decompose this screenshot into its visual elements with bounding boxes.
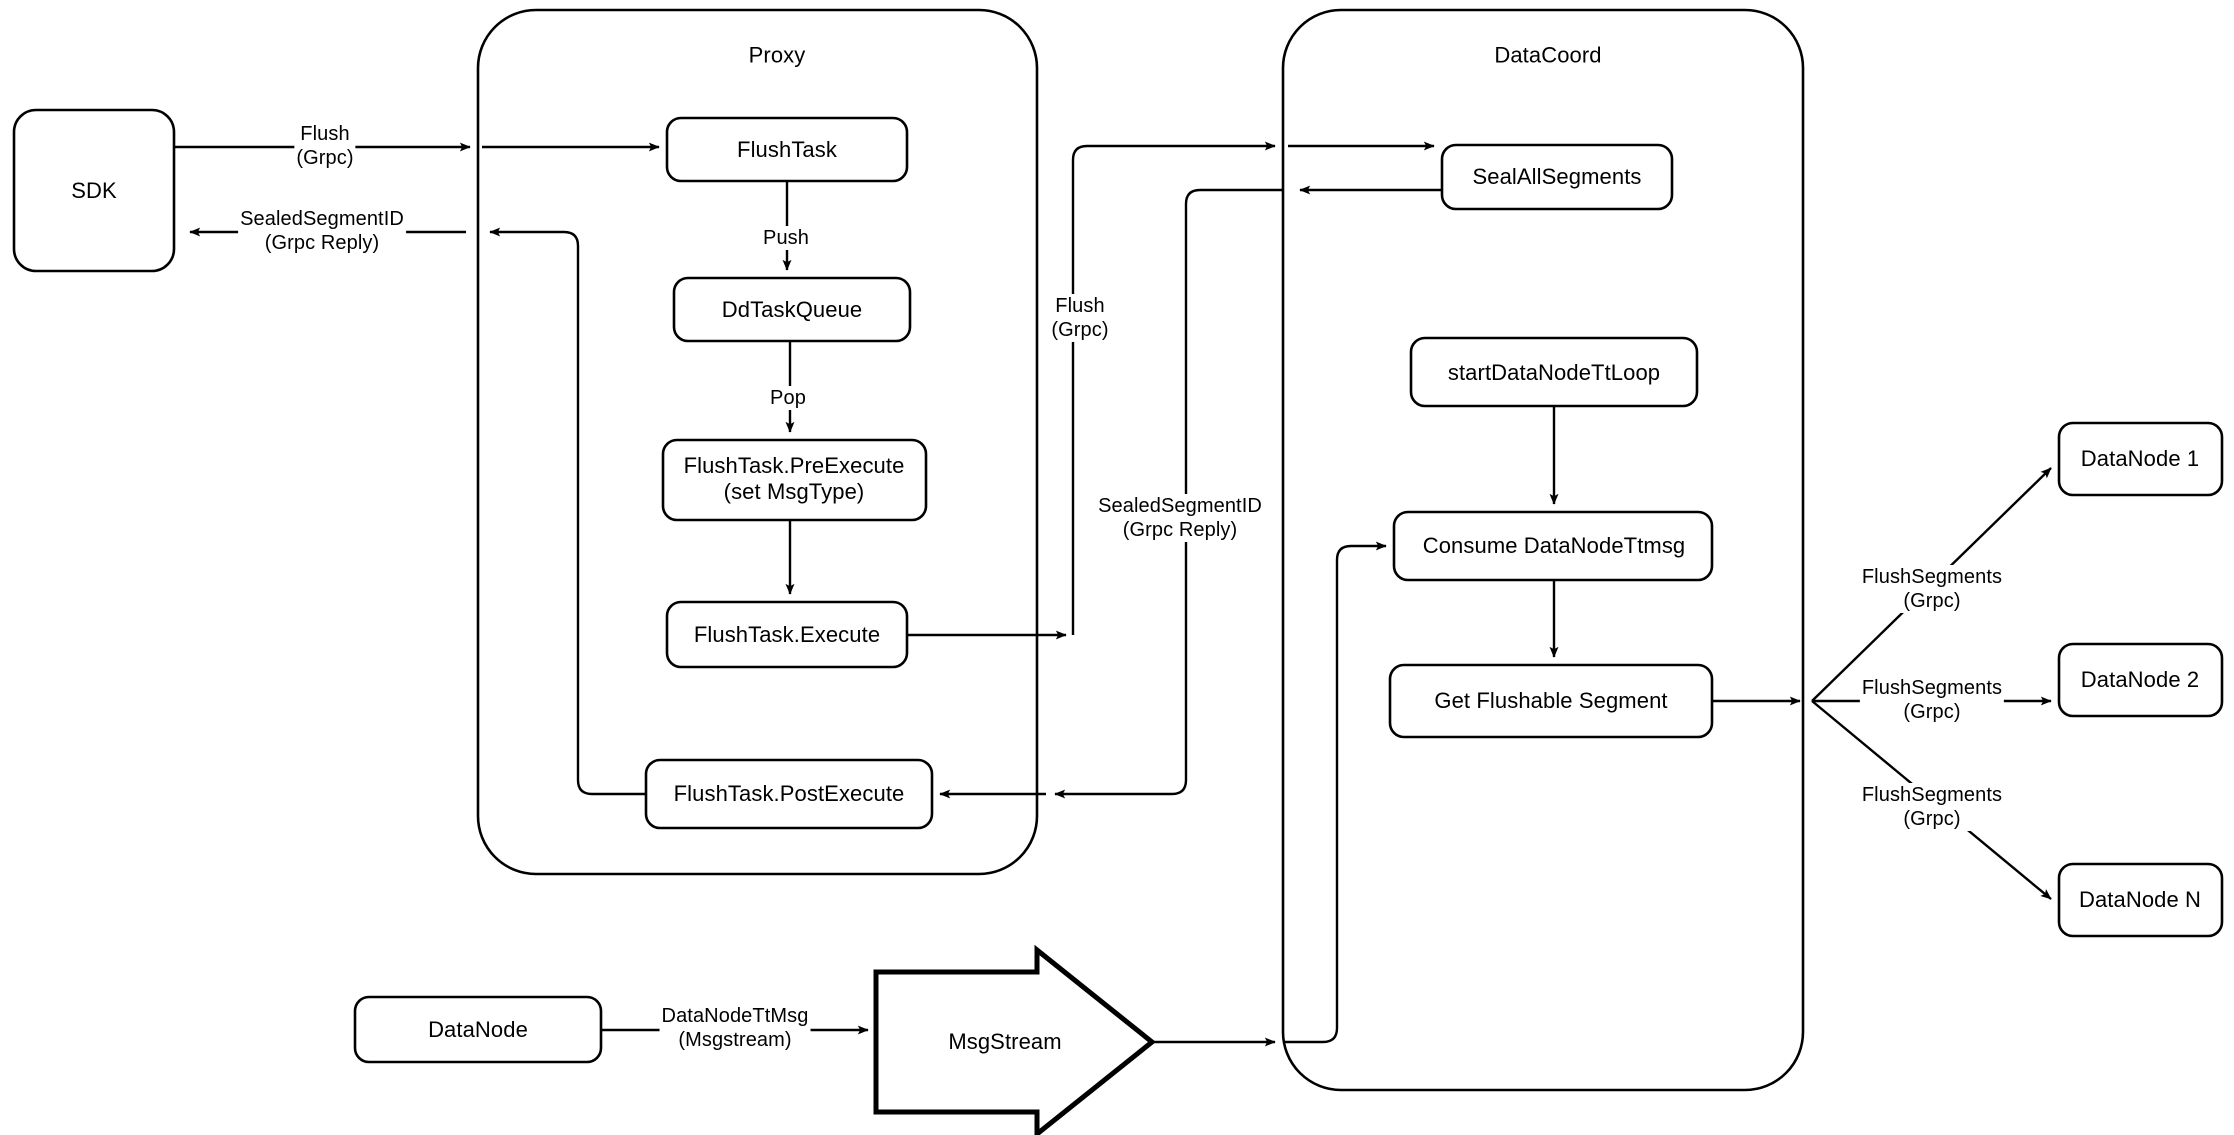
- edge-hub-to-datanode-1: [1811, 467, 2052, 702]
- node-datanode-2[interactable]: [2057, 642, 2224, 718]
- node-consumedatanodettmsg[interactable]: [1392, 510, 1714, 582]
- node-postexecute[interactable]: [644, 758, 934, 830]
- edge-postexecute-to-proxy-boundary: [489, 227, 646, 796]
- edge-proxy-exit-to-datacoord-boundary: [1071, 141, 1276, 635]
- edge-datacoord-boundary-to-consume: [1283, 541, 1387, 1044]
- node-sdk[interactable]: [12, 108, 176, 273]
- node-datanode-1[interactable]: [2057, 421, 2224, 497]
- node-datanode-n[interactable]: [2057, 862, 2224, 938]
- node-preexecute[interactable]: [661, 438, 928, 522]
- edge-datacoord-to-postexecute-rail: [1054, 188, 1283, 799]
- node-sealallsegments[interactable]: [1440, 143, 1674, 211]
- node-datanode[interactable]: [353, 995, 603, 1064]
- node-execute[interactable]: [665, 600, 909, 669]
- container-proxy: [476, 8, 1039, 876]
- edge-hub-to-datanode-n: [1811, 700, 2052, 900]
- node-ddtaskqueue[interactable]: [672, 276, 912, 343]
- node-startdatanodettloop[interactable]: [1409, 336, 1699, 408]
- node-flushtask[interactable]: [665, 116, 909, 183]
- node-getflushablesegment[interactable]: [1388, 663, 1714, 739]
- node-msgstream[interactable]: [873, 944, 1157, 1135]
- container-datacoord: [1281, 8, 1805, 1092]
